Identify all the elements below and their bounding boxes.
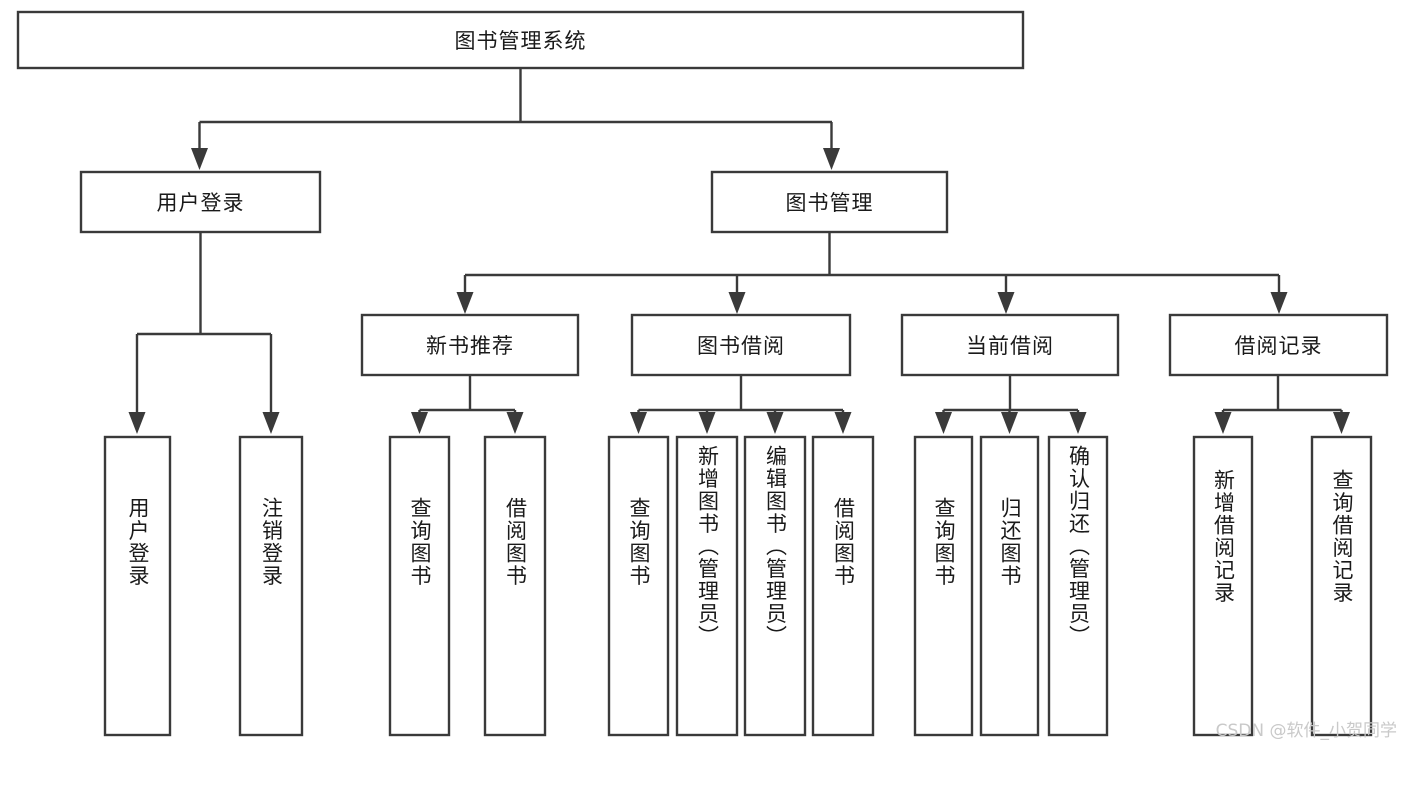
- node-box-new-book-rec[interactable]: [360, 313, 580, 377]
- leaf-box-query-book-3[interactable]: [913, 435, 974, 737]
- connector-new-book-rec-bus: [418, 375, 517, 414]
- arrow-head-book-manage: [823, 148, 840, 170]
- leaf-box-query-book-2[interactable]: [607, 435, 670, 737]
- connector-current-borrow-bus: [942, 375, 1080, 414]
- arrow-head-leaf-return-book: [1001, 412, 1018, 434]
- node-box-user-login[interactable]: [79, 170, 322, 234]
- arrow-head-leaf-edit-book: [766, 412, 784, 434]
- diagram-canvas: [16, 10, 1389, 737]
- leaf-box-borrow-book-2[interactable]: [811, 435, 875, 737]
- arrow-head-new-book-rec: [456, 292, 474, 314]
- leaf-box-add-record[interactable]: [1192, 435, 1254, 737]
- leaf-box-user-login[interactable]: [103, 435, 172, 737]
- node-box-borrow-record[interactable]: [1168, 313, 1389, 377]
- arrow-head-leaf-query-record: [1333, 412, 1350, 434]
- leaf-box-return-book[interactable]: [979, 435, 1040, 737]
- arrow-head-borrow-record: [1270, 292, 1288, 314]
- arrow-head-leaf-add-record: [1214, 412, 1232, 434]
- connector-user-login-bus: [135, 232, 273, 412]
- node-box-book-borrow[interactable]: [630, 313, 852, 377]
- arrow-head-leaf-query-book-1: [411, 412, 428, 434]
- leaf-box-add-book[interactable]: [675, 435, 739, 737]
- arrow-head-current-borrow: [997, 292, 1015, 314]
- node-box-root[interactable]: [16, 10, 1025, 70]
- leaf-box-query-book-1[interactable]: [388, 435, 451, 737]
- connector-book-manage-bus: [463, 232, 1281, 292]
- leaf-box-query-record[interactable]: [1310, 435, 1373, 737]
- arrow-head-leaf-user-login: [128, 412, 146, 434]
- arrow-head-user-login: [191, 148, 208, 170]
- connector-root-to-level1: [198, 68, 833, 148]
- arrow-head-leaf-borrow-book-1: [506, 412, 524, 434]
- leaf-box-logout[interactable]: [238, 435, 304, 737]
- arrow-head-leaf-query-book-3: [935, 412, 952, 434]
- leaf-box-confirm-return[interactable]: [1047, 435, 1109, 737]
- arrow-head-leaf-query-book-2: [630, 412, 647, 434]
- node-box-book-manage[interactable]: [710, 170, 949, 234]
- arrow-head-leaf-logout: [262, 412, 280, 434]
- leaf-box-borrow-book-1[interactable]: [483, 435, 547, 737]
- arrow-head-leaf-borrow-book-2: [834, 412, 852, 434]
- connector-borrow-record-bus: [1221, 375, 1343, 414]
- node-box-current-borrow[interactable]: [900, 313, 1120, 377]
- leaf-box-edit-book[interactable]: [743, 435, 807, 737]
- arrow-head-leaf-confirm-return: [1069, 412, 1087, 434]
- connector-book-borrow-bus: [637, 375, 845, 414]
- arrow-head-leaf-add-book: [698, 412, 716, 434]
- diagram-root: 图书管理系统 用户登录 图书管理 新书推荐 图书借阅 当前借阅 借阅记录 用户登…: [16, 10, 1397, 741]
- arrow-head-book-borrow: [728, 292, 746, 314]
